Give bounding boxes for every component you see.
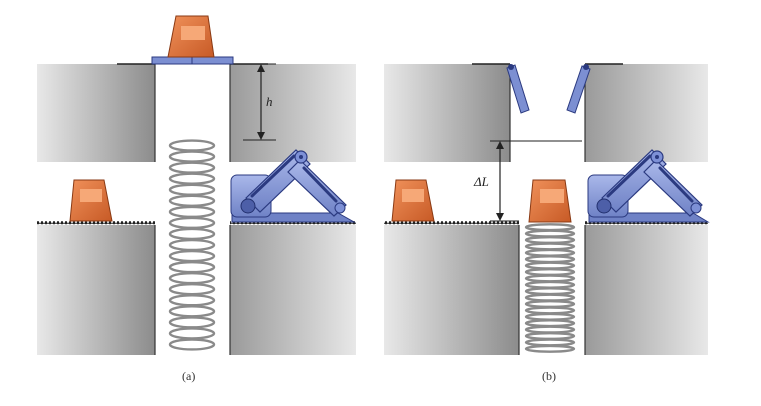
- spring-coil: [168, 294, 216, 307]
- spring-coil: [168, 283, 216, 296]
- dimension-h: h: [243, 63, 276, 141]
- spring-coil: [168, 338, 216, 351]
- spring-coil: [524, 331, 576, 341]
- spring-coil: [524, 325, 576, 334]
- spring-coil: [524, 319, 576, 328]
- spring-coil: [524, 274, 576, 283]
- label-delta-l: ΔL: [473, 174, 489, 189]
- spring-coil: [168, 139, 216, 152]
- spring-coil: [168, 238, 216, 252]
- toothed-floor-left: [384, 221, 519, 225]
- lower-left-wall: [37, 225, 155, 355]
- toothed-floor-right: [230, 221, 356, 225]
- spring-coil: [168, 316, 216, 329]
- caption-b: (b): [542, 369, 556, 383]
- spring-coil: [168, 150, 216, 163]
- spring-extended: [168, 139, 216, 351]
- spring-coil: [168, 260, 216, 274]
- upper-left-wall: [37, 64, 155, 162]
- spring-coil: [524, 306, 576, 315]
- spring-coil: [168, 183, 216, 196]
- toothed-floor-left: [37, 221, 155, 225]
- hatch-flap-right: [566, 64, 591, 114]
- spring-coil: [168, 205, 216, 219]
- panel-b: ΔL (b): [384, 63, 710, 383]
- upper-right-wall: [585, 64, 708, 162]
- spring-coil: [524, 229, 576, 238]
- spring-coil: [168, 305, 216, 318]
- spring-coil: [524, 235, 576, 245]
- spring-coil: [168, 161, 216, 174]
- spring-coil: [524, 312, 576, 321]
- spring-coil: [168, 172, 216, 185]
- orange-block-left: [69, 179, 113, 222]
- spring-coil: [524, 261, 576, 270]
- spring-coil: [168, 327, 216, 340]
- spring-coil: [168, 194, 216, 207]
- spring-coil: [524, 280, 576, 289]
- lower-right-wall: [230, 225, 356, 355]
- spring-coil: [524, 338, 576, 347]
- orange-block-on-spring: [528, 179, 572, 223]
- spring-coil: [524, 344, 576, 353]
- lower-left-wall: [384, 225, 519, 355]
- upper-right-wall: [230, 64, 356, 162]
- dimension-delta-l: ΔL: [473, 140, 582, 222]
- orange-block-top: [167, 15, 215, 58]
- spring-coil: [168, 249, 216, 263]
- blue-linkage-a: [230, 149, 356, 223]
- label-h: h: [266, 94, 273, 109]
- spring-coil: [524, 248, 576, 257]
- spring-coil: [524, 293, 576, 302]
- orange-block-left: [391, 179, 435, 222]
- spring-coil: [524, 299, 576, 309]
- spring-coil: [168, 216, 216, 230]
- spring-coil: [524, 223, 576, 232]
- spring-coil: [524, 287, 576, 296]
- spring-coil: [524, 267, 576, 277]
- lower-right-wall: [585, 225, 708, 355]
- blue-linkage-b: [587, 149, 710, 223]
- caption-a: (a): [182, 369, 195, 383]
- spring-coil: [168, 271, 216, 285]
- toothed-floor-right: [585, 221, 708, 225]
- spring-coil: [524, 255, 576, 264]
- spring-coil: [524, 242, 576, 251]
- spring-compressed: [524, 223, 576, 353]
- spring-coil: [168, 227, 216, 241]
- hatch-flap-left: [506, 64, 530, 114]
- panel-a: h (a): [37, 15, 356, 383]
- upper-left-wall: [384, 64, 510, 162]
